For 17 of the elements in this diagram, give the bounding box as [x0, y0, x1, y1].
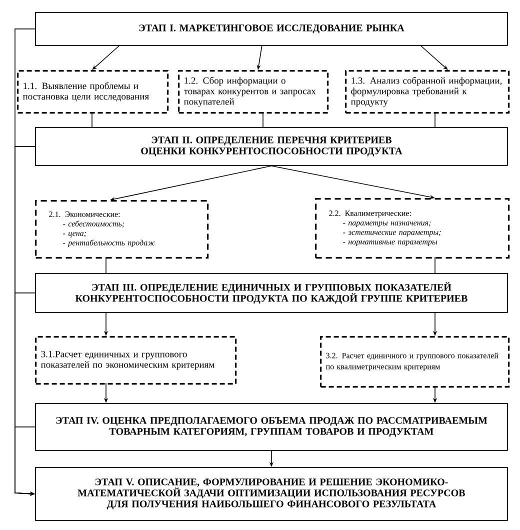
step-box: 1.1. Выявление проблемы и постановка цели исследования [17, 70, 169, 114]
stage-box: ЭТАП I. МАРКЕТИНГОВОЕ ИССЛЕДОВАНИЕ РЫНКА [35, 12, 508, 46]
stage-box: ЭТАП II. ОПРЕДЕЛЕНИЕ ПЕРЕЧНЯ КРИТЕРИЕВ ОЦЕНКИ КОНКУРЕНТОСПОСОБНОСТИ ПРОДУКТА [35, 127, 508, 166]
stage-box: ЭТАП IV. ОЦЕНКА ПРЕДПОЛАГАЕМОГО ОБЪЕМА ПРОДАЖ ПО РАССМАТРИВАЕМЫМ ТОВАРНЫМ КАТЕГОРИЯМ, ГРУППАМ ТОВАРОВ И ПРОДУКТАМ [35, 403, 508, 451]
connector-line [434, 256, 436, 274]
step-box: 3.2. Расчет единичного и группового показателей по квалиметрическим критериям [320, 336, 510, 388]
step-box: 3.1.Расчет единичных и группового показателей по экономическим критериям [35, 336, 237, 385]
step-box: 1.3. Анализ собранной информации, формулировка требований к продукту [345, 70, 510, 114]
arrow [420, 44, 448, 70]
criteria-box: 2.1. Экономические: - себестоимость; - цена; - рентабельность продаж [35, 200, 209, 259]
stage-box: ЭТАП V. ОПИСАНИЕ, ФОРМУЛИРОВАНИЕ И РЕШЕНИЕ ЭКОНОМИКО-МАТЕМАТИЧЕСКОЙ ЗАДАЧИ ОПТИМИЗАЦИИ ИСПОЛЬЗОВАНИЯ РЕСУРСОВ ДЛЯ ПОЛУЧЕНИЯ НАИБОЛЬШЕГО ФИНАНСОВОГО РЕЗУЛЬТАТА [35, 467, 508, 521]
arrow [92, 44, 120, 70]
step-box: 1.2. Сбор информации о товарах конкурентов и запросах покупателей [178, 70, 329, 114]
stage-box: ЭТАП III. ОПРЕДЕЛЕНИЕ ЕДИНИЧНЫХ И ГРУППОВЫХ ПОКАЗАТЕЛЕЙ КОНКУРЕНТОСПОСОБНОСТИ ПРОДУКТА ПО КАЖДОЙ ГРУППЕ КРИТЕРИЕВ [35, 273, 508, 313]
connector-line [262, 112, 264, 128]
criteria-box: 2.2. Квалиметрические: - параметры назначения; - эстетические параметры; - нормативные параметры [315, 198, 510, 259]
connector-line [434, 112, 436, 128]
